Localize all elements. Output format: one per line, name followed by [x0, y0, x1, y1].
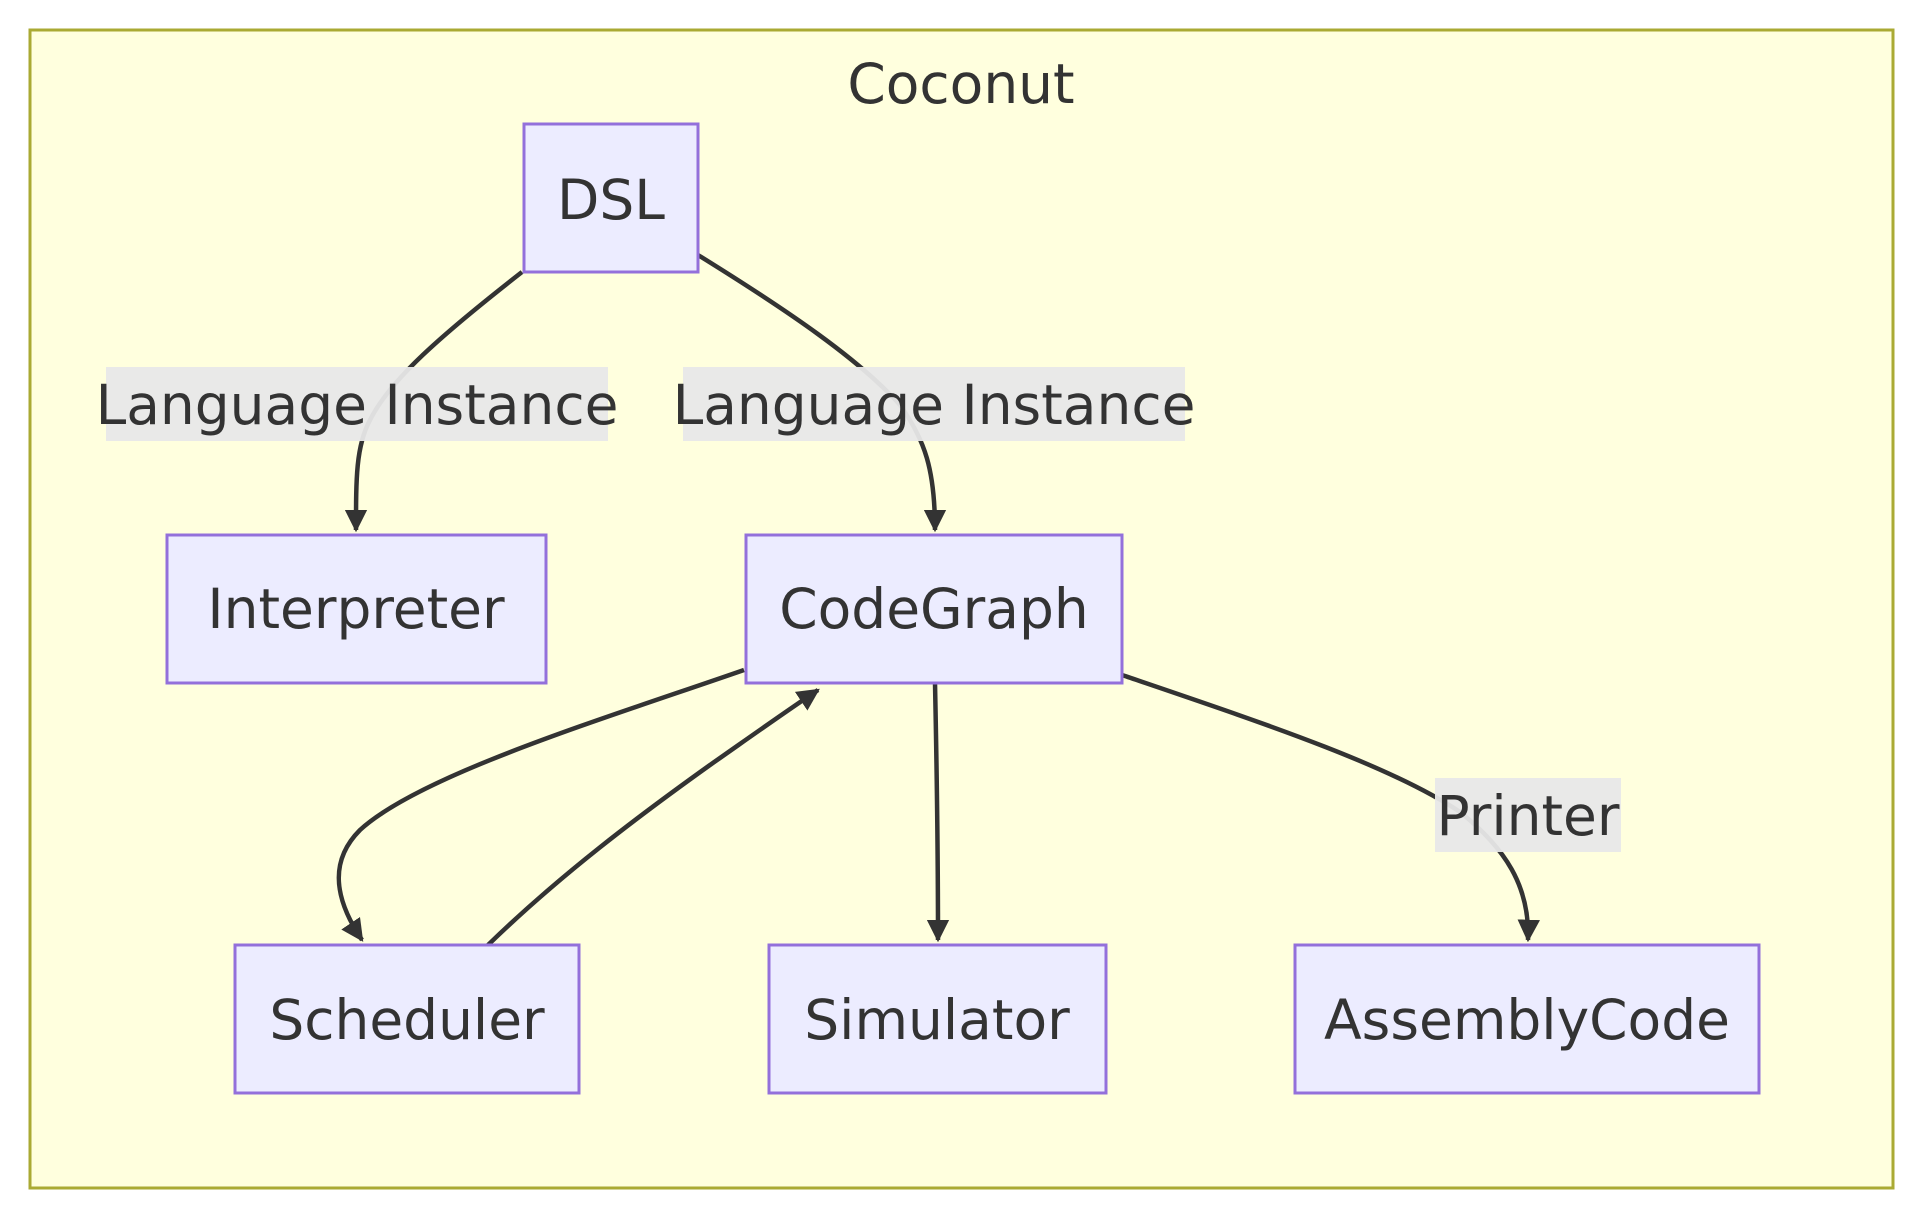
- node-label: Simulator: [804, 988, 1070, 1052]
- node-label: Scheduler: [269, 988, 545, 1052]
- node-label: Interpreter: [207, 577, 505, 641]
- node-label: CodeGraph: [779, 577, 1089, 641]
- node-label: AssemblyCode: [1324, 988, 1730, 1052]
- edge-label-text: Language Instance: [673, 373, 1196, 437]
- node-label: DSL: [557, 168, 665, 232]
- edge-label-language-instance-2: Language Instance: [673, 367, 1196, 441]
- edge-label-language-instance-1: Language Instance: [96, 367, 619, 441]
- node-dsl[interactable]: DSL: [522, 122, 700, 274]
- edge-codegraph-to-scheduler: [336, 667, 745, 942]
- edge-codegraph-to-assemblycode: [1121, 672, 1540, 943]
- edge-label-printer: Printer: [1435, 778, 1621, 852]
- edge-label-text: Language Instance: [96, 373, 619, 437]
- node-scheduler[interactable]: Scheduler: [233, 943, 581, 1095]
- node-simulator[interactable]: Simulator: [767, 943, 1108, 1095]
- node-codegraph[interactable]: CodeGraph: [744, 533, 1124, 685]
- edge-scheduler-to-codegraph: [486, 688, 820, 947]
- edge-codegraph-to-simulator: [926, 682, 950, 943]
- subgraph-title: Coconut: [847, 52, 1074, 116]
- node-interpreter[interactable]: Interpreter: [165, 533, 548, 685]
- node-assemblycode[interactable]: AssemblyCode: [1293, 943, 1761, 1095]
- edge-label-text: Printer: [1437, 784, 1620, 848]
